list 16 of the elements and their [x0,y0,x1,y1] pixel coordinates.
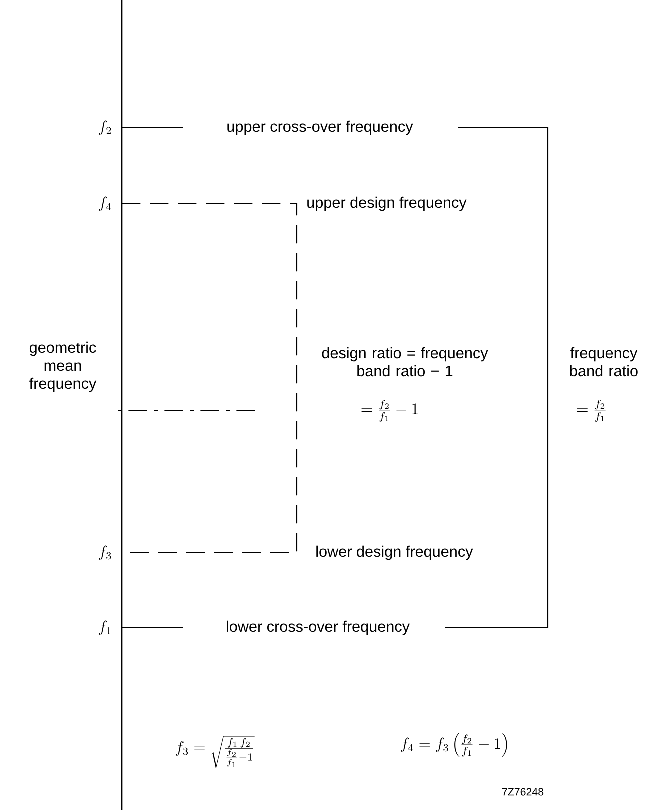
frequency-label: lower design frequency [316,546,474,560]
tick-label: $f_4$ [99,196,112,212]
annotation-text: frequency band ratio [570,347,638,377]
figure-code: 7Z76248 [502,788,544,796]
annotation-text: design ratio = frequency band ratio − 1 [322,347,488,377]
tick-label: $f_3$ [99,546,112,560]
frequency-label: lower cross-over frequency [227,620,410,636]
frequency-label: upper cross-over frequency [228,120,414,136]
formula: $=\frac{f_2}{f_1}$ [577,400,606,422]
formula: $f_3=\sqrt{\frac{f_1\,f_2}{\frac{f_2}{f_1}-1}}$ [176,736,255,768]
frequency-label: upper design frequency [308,196,467,212]
annotation-text: geometric mean frequency [30,342,97,392]
tick-label: $f_1$ [99,620,111,636]
formula: $f_4=f_3\left(\frac{f_2}{f_1}-1\right)$ [401,733,508,757]
tick-label: $f_2$ [99,120,112,136]
formula: $=\frac{f_2}{f_1}-1$ [362,400,418,422]
